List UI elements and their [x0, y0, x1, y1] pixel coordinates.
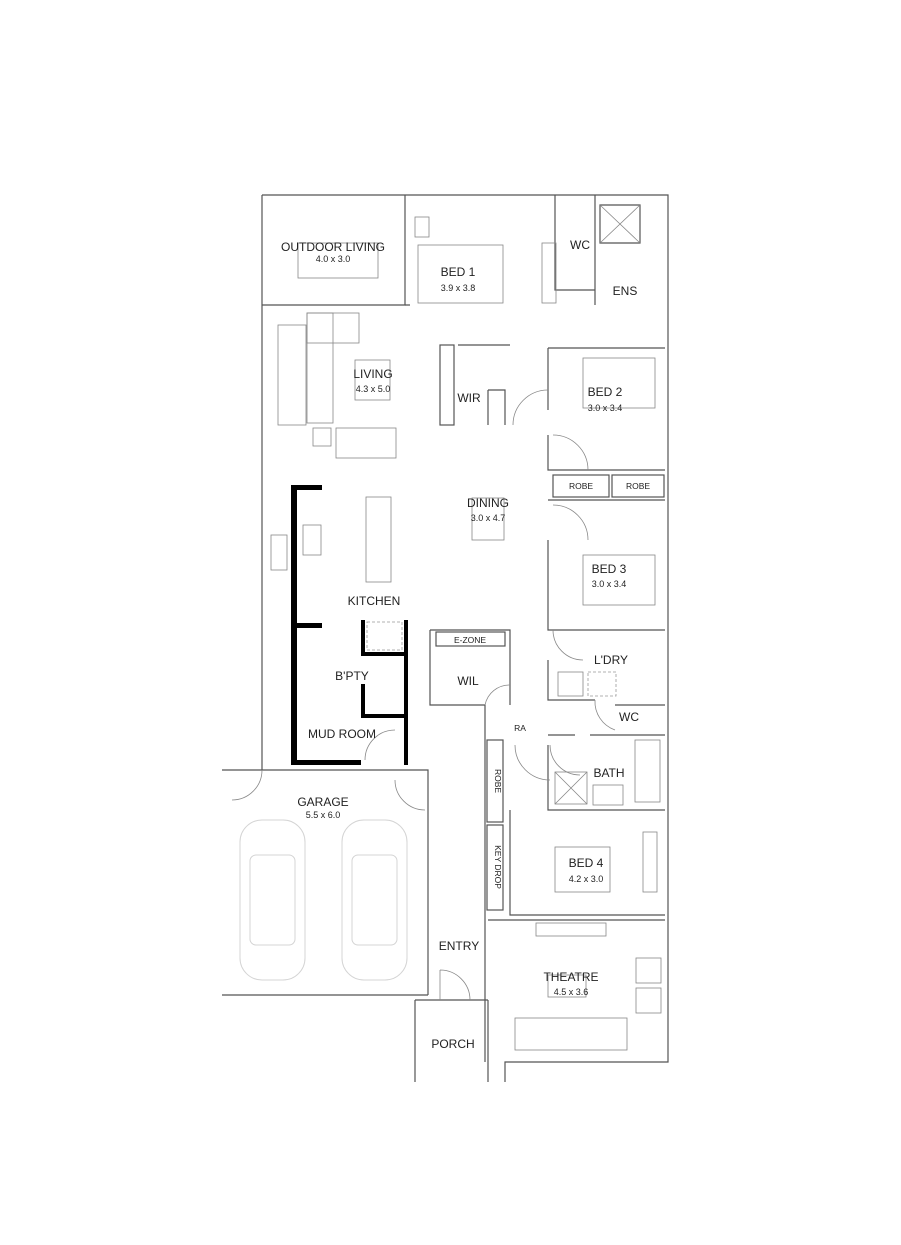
label-bed2: BED 2 [588, 385, 623, 399]
label-wc: WC [619, 710, 639, 724]
label-robe-b: ROBE [626, 481, 650, 491]
room-labels: OUTDOOR LIVING 4.0 x 3.0 BED 1 3.9 x 3.8… [281, 238, 650, 1051]
label-porch: PORCH [431, 1037, 474, 1051]
label-bpty: B'PTY [335, 669, 369, 683]
label-wir: WIR [457, 391, 481, 405]
door-swings [231, 389, 616, 1001]
size-theatre: 4.5 x 3.6 [554, 987, 589, 997]
label-wc-ens: WC [570, 238, 590, 252]
size-dining: 3.0 x 4.7 [471, 513, 506, 523]
size-bed2: 3.0 x 3.4 [588, 403, 623, 413]
furniture [270, 216, 662, 1051]
size-bed3: 3.0 x 3.4 [592, 579, 627, 589]
walls [222, 194, 669, 1082]
label-dining: DINING [467, 496, 509, 510]
size-bed4: 4.2 x 3.0 [569, 874, 604, 884]
label-robe-hall: ROBE [493, 769, 503, 793]
label-kitchen: KITCHEN [348, 594, 401, 608]
label-entry: ENTRY [439, 939, 479, 953]
label-garage: GARAGE [297, 795, 348, 809]
size-living: 4.3 x 5.0 [356, 384, 391, 394]
size-bed1: 3.9 x 3.8 [441, 283, 476, 293]
label-ldry: L'DRY [594, 653, 628, 667]
label-robe-a: ROBE [569, 481, 593, 491]
car-icons [239, 819, 408, 981]
label-bath: BATH [593, 766, 624, 780]
label-outdoor-living: OUTDOOR LIVING [281, 240, 385, 254]
size-outdoor-living: 4.0 x 3.0 [316, 254, 351, 264]
label-bed3: BED 3 [592, 562, 627, 576]
label-ezone: E-ZONE [454, 635, 486, 645]
label-ens: ENS [613, 284, 638, 298]
label-theatre: THEATRE [543, 970, 598, 984]
label-living: LIVING [353, 367, 392, 381]
label-wil: WIL [457, 674, 479, 688]
label-ra: RA [514, 723, 526, 733]
size-garage: 5.5 x 6.0 [306, 810, 341, 820]
label-key-drop: KEY DROP [493, 845, 503, 889]
label-bed1: BED 1 [441, 265, 476, 279]
label-mud-room: MUD ROOM [308, 727, 376, 741]
label-bed4: BED 4 [569, 856, 604, 870]
